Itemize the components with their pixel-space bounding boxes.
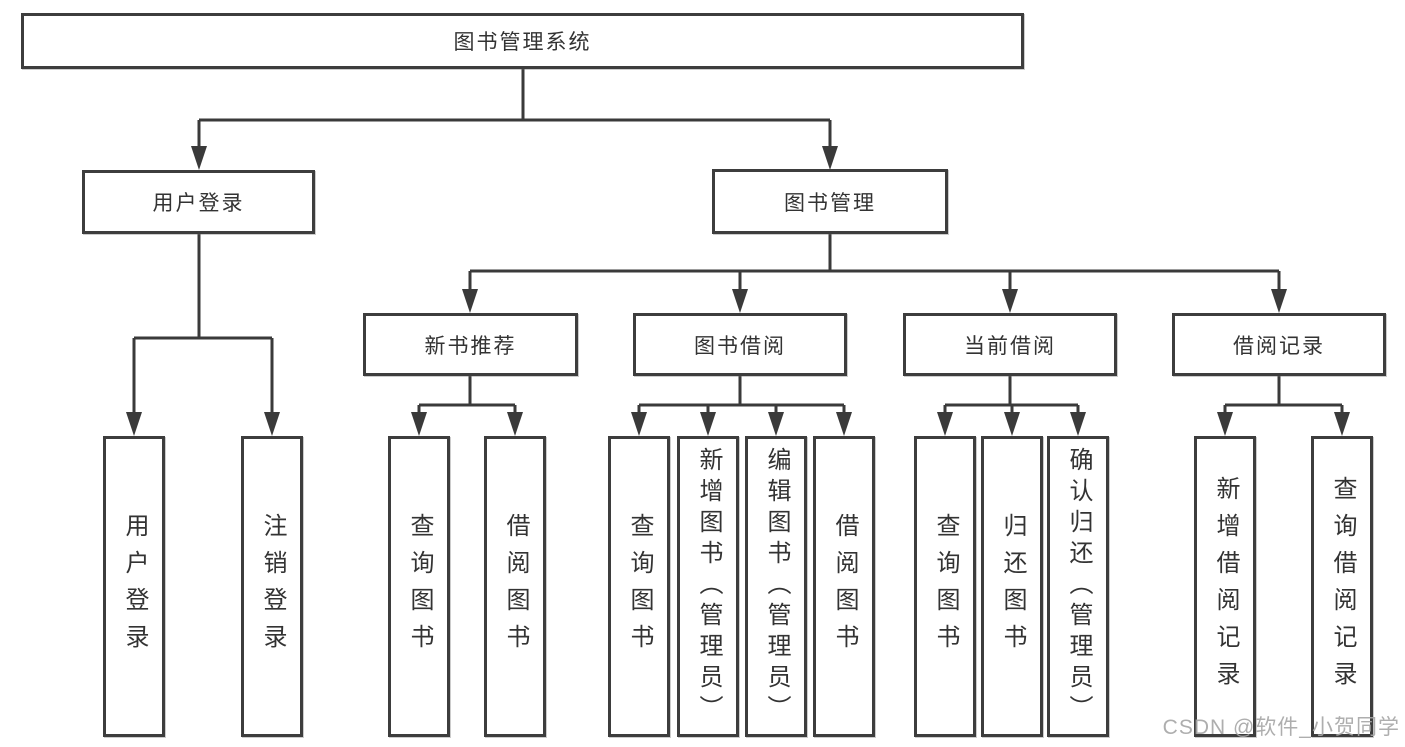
node-label: 注销登录	[259, 512, 286, 661]
node-label: 当前借阅	[964, 334, 1056, 358]
node-library-management-system: 图书管理系统	[21, 13, 1024, 69]
node-label: 新增借阅记录	[1212, 475, 1239, 698]
arrowhead-icon	[768, 412, 784, 436]
arrowhead-icon	[1004, 412, 1020, 436]
node-label: 图书管理	[784, 191, 876, 215]
arrowhead-icon	[126, 412, 142, 436]
node-new-book-recommendation: 新书推荐	[363, 313, 578, 376]
arrowhead-icon	[822, 146, 838, 170]
leaf-borrowing-add-books-admin: 新增图书（管理员）	[677, 436, 739, 737]
node-label: 借阅图书	[831, 512, 858, 661]
arrowhead-icon	[732, 289, 748, 313]
leaf-recommend-borrow-books: 借阅图书	[484, 436, 546, 737]
arrowhead-icon	[1334, 412, 1350, 436]
arrowhead-icon	[1002, 289, 1018, 313]
leaf-current-confirm-return-admin: 确认归还（管理员）	[1047, 436, 1109, 737]
node-label: 新书推荐	[424, 334, 517, 358]
node-label: 查询图书	[932, 512, 959, 661]
node-current-borrowing: 当前借阅	[903, 313, 1117, 376]
arrowhead-icon	[462, 289, 478, 313]
leaf-recommend-query-books: 查询图书	[388, 436, 450, 737]
node-label: 借阅记录	[1233, 334, 1325, 358]
node-label: 借阅图书	[502, 512, 529, 661]
arrowhead-icon	[1217, 412, 1233, 436]
node-label: 查询图书	[626, 512, 653, 661]
arrowhead-icon	[631, 412, 647, 436]
node-label: 新增图书（管理员）	[695, 447, 722, 726]
arrowhead-icon	[836, 412, 852, 436]
leaf-records-add-borrow-record: 新增借阅记录	[1194, 436, 1256, 737]
node-label: 归还图书	[999, 512, 1026, 661]
node-borrowing-records: 借阅记录	[1172, 313, 1386, 376]
node-book-borrowing: 图书借阅	[633, 313, 847, 376]
node-label: 图书管理系统	[453, 31, 592, 54]
leaf-borrowing-edit-books-admin: 编辑图书（管理员）	[745, 436, 807, 737]
leaf-borrowing-query-books: 查询图书	[608, 436, 670, 737]
arrowhead-icon	[700, 412, 716, 436]
watermark: CSDN @软件_小贺同学	[1162, 716, 1400, 739]
node-user-login-branch: 用户登录	[82, 170, 315, 234]
node-label: 查询图书	[406, 512, 433, 661]
leaf-current-return-books: 归还图书	[981, 436, 1043, 737]
node-label: 查询借阅记录	[1329, 475, 1356, 698]
arrowhead-icon	[507, 412, 523, 436]
node-label: 用户登录	[152, 192, 245, 215]
node-label: 图书借阅	[694, 334, 786, 358]
leaf-records-query-borrow-record: 查询借阅记录	[1311, 436, 1373, 737]
leaf-logout-login: 注销登录	[241, 436, 303, 737]
arrowhead-icon	[264, 412, 280, 436]
leaf-user-login: 用户登录	[103, 436, 165, 737]
node-book-management: 图书管理	[712, 169, 948, 234]
node-label: 用户登录	[121, 512, 148, 661]
arrowhead-icon	[937, 412, 953, 436]
node-label: 确认归还（管理员）	[1065, 447, 1092, 726]
arrowhead-icon	[411, 412, 427, 436]
leaf-borrowing-borrow-books: 借阅图书	[813, 436, 875, 737]
arrowhead-icon	[191, 146, 207, 170]
leaf-current-query-books: 查询图书	[914, 436, 976, 737]
node-label: 编辑图书（管理员）	[763, 447, 790, 726]
arrowhead-icon	[1070, 412, 1086, 436]
arrowhead-icon	[1271, 289, 1287, 313]
